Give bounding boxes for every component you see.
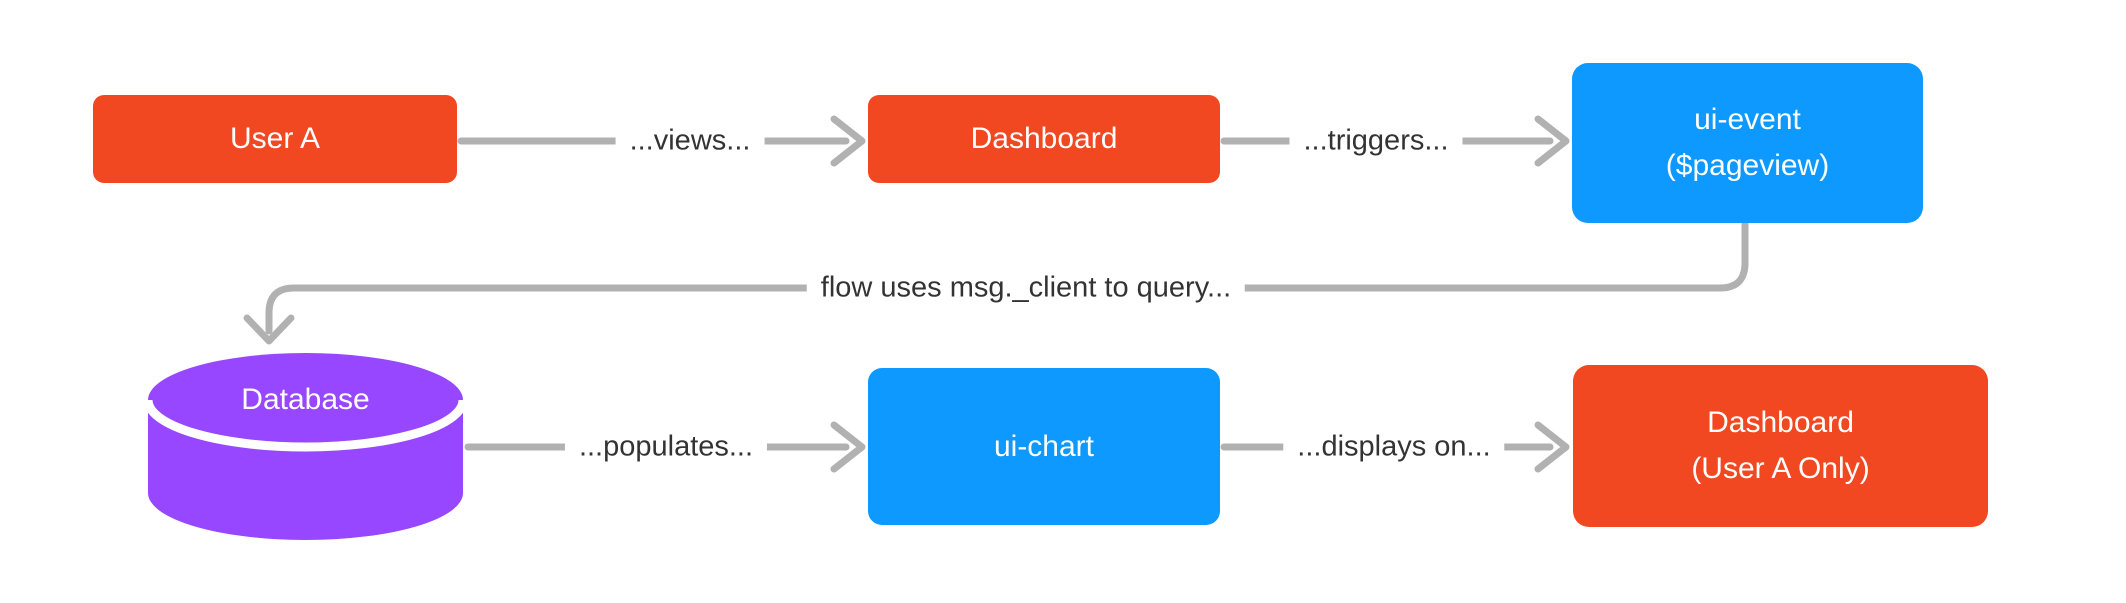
node-label: Dashboard bbox=[970, 122, 1118, 155]
node-label: User A bbox=[229, 122, 321, 155]
node-ui-chart[interactable]: ui-chart bbox=[868, 368, 1220, 525]
node-sublabel: ($pageview) bbox=[1665, 149, 1830, 182]
node-label: Database bbox=[241, 383, 370, 416]
node-database-label[interactable]: Database bbox=[148, 353, 463, 447]
cylinder-top bbox=[148, 353, 463, 447]
node-dashboard[interactable]: Dashboard bbox=[868, 95, 1220, 183]
edge-label-displays-on[interactable]: ...displays on... bbox=[1283, 427, 1505, 467]
arrowhead-right-icon bbox=[1534, 115, 1570, 167]
arrowhead-right-icon bbox=[1534, 421, 1570, 473]
arrowhead-right-icon bbox=[830, 421, 866, 473]
cylinder-separator bbox=[143, 399, 468, 452]
edge-label-views[interactable]: ...views... bbox=[615, 121, 765, 161]
node-ui-event[interactable]: ui-event ($pageview) bbox=[1572, 63, 1923, 223]
arrowhead-down-icon bbox=[243, 314, 295, 345]
node-label: ui-chart bbox=[993, 429, 1095, 463]
node-label: ui-event bbox=[1694, 103, 1801, 136]
edge-label-query[interactable]: flow uses msg._client to query... bbox=[806, 268, 1246, 308]
node-label: Dashboard bbox=[1707, 406, 1854, 439]
node-dashboard-user-a-only[interactable]: Dashboard (User A Only) bbox=[1573, 365, 1988, 527]
database-cylinder-icon[interactable] bbox=[143, 353, 468, 540]
edge-label-populates[interactable]: ...populates... bbox=[564, 427, 768, 467]
cylinder-body bbox=[148, 400, 463, 540]
arrowhead-right-icon bbox=[830, 115, 866, 167]
node-user-a[interactable]: User A bbox=[93, 95, 457, 183]
node-sublabel: (User A Only) bbox=[1691, 452, 1870, 485]
edge-label-triggers[interactable]: ...triggers... bbox=[1289, 121, 1463, 161]
